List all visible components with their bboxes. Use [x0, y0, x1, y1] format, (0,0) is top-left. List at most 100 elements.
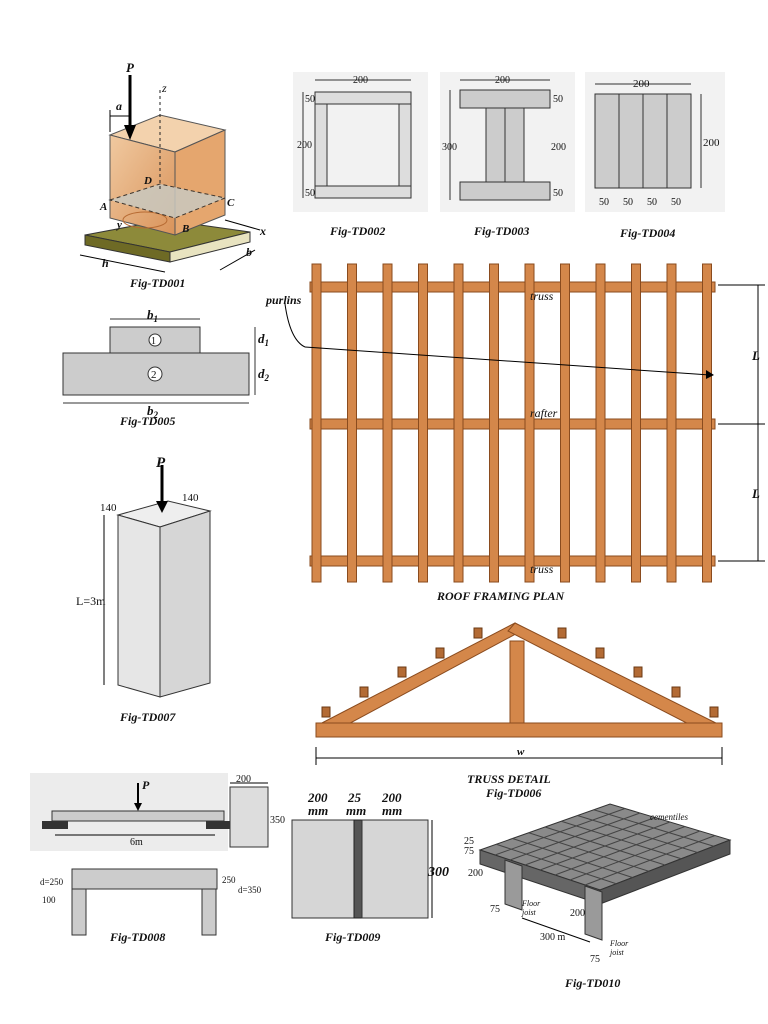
beam — [51, 810, 225, 822]
rafter-2 — [347, 263, 357, 583]
section-width: 200 — [236, 774, 251, 785]
rafters — [311, 263, 712, 583]
point-a-label: A — [99, 201, 107, 213]
roof-plan-title: ROOF FRAMING PLAN — [436, 589, 565, 603]
frame-right-post — [201, 888, 217, 936]
tile-line-b-5 — [554, 826, 686, 876]
caption-td010: Fig-TD010 — [565, 976, 621, 990]
rafter-label: rafter — [530, 406, 558, 420]
b-dim-line — [219, 249, 256, 271]
t-section-diagram: 1 2 b1 b2 d1 d2 — [62, 307, 270, 420]
roof-framing-plan: purlins truss rafter truss L L ROOF FRAM… — [260, 260, 765, 610]
unit-right: mm — [382, 803, 402, 818]
caption-td009: Fig-TD009 — [325, 930, 381, 944]
length-label: L=3m — [76, 594, 106, 608]
dim-bottom-3: 50 — [647, 197, 657, 208]
lamina-4 — [666, 93, 692, 189]
rafter-5 — [453, 263, 464, 583]
block-on-base-diagram: P a z x y A B C D h b — [79, 60, 266, 273]
caption-td006: Fig-TD006 — [486, 786, 542, 800]
purlin-block-2 — [359, 686, 369, 698]
p-label: P — [142, 778, 150, 792]
grain-ring — [122, 211, 168, 229]
purlins-leader — [284, 303, 306, 348]
floor-joist-label-b-2: joist — [609, 948, 625, 957]
dim-bottom-2: 50 — [623, 197, 633, 208]
bottom-flange — [459, 181, 551, 201]
beam-section — [229, 786, 269, 848]
caption-td003: Fig-TD003 — [474, 224, 530, 238]
purlin-block-9 — [671, 686, 681, 698]
tile-line-b-7 — [584, 835, 716, 886]
purlin-arrowhead — [706, 370, 714, 379]
load-arrowhead — [134, 803, 142, 811]
truss-bottom — [309, 555, 716, 567]
left-member — [291, 819, 355, 919]
dim-bottom-1: 50 — [599, 197, 609, 208]
truss-bottom-label: truss — [530, 562, 554, 576]
figure-td004: 200 200 50 50 50 50 — [585, 72, 725, 212]
dim-right-top: 50 — [553, 94, 563, 105]
dim-25: 25 — [464, 836, 474, 847]
rafter-10 — [631, 263, 641, 583]
column-front — [117, 514, 161, 698]
purlin-block-1 — [321, 706, 331, 718]
h-dim-line — [79, 254, 166, 273]
dim-right: 140 — [182, 492, 199, 504]
right-support — [206, 821, 232, 829]
w-label: w — [517, 746, 525, 758]
bottom-chord — [315, 722, 723, 738]
unit-mid: mm — [346, 803, 366, 818]
figure-td003: 200 300 50 200 50 — [440, 72, 575, 212]
figure-td007: P 140 140 L=3m — [70, 455, 240, 705]
truss-top — [309, 281, 716, 293]
d2-label: d2 — [258, 366, 270, 383]
truss-beams — [309, 281, 716, 567]
rafter-1 — [311, 263, 322, 583]
right-rafter — [507, 622, 721, 736]
purlin-block-8 — [633, 666, 643, 678]
d1-label: d1 — [258, 331, 269, 348]
section-height: 350 — [270, 815, 285, 826]
dim-75: 75 — [464, 846, 474, 857]
dim-75b: 75 — [490, 904, 500, 915]
dim-75c: 75 — [590, 954, 600, 965]
b1-label: b1 — [147, 307, 158, 324]
truss-top-label: truss — [530, 289, 554, 303]
section-plane — [108, 183, 227, 219]
truss-detail: w TRUSS DETAIL — [310, 615, 730, 786]
figure-td009: 200 mm 25 mm 200 mm 300 — [288, 790, 463, 930]
caption-td007: Fig-TD007 — [120, 710, 176, 724]
p-label: P — [156, 455, 166, 471]
purlin-block-4 — [435, 647, 445, 659]
frame-left-post — [71, 888, 87, 936]
frame-beam — [71, 868, 218, 890]
top-flange — [314, 91, 412, 105]
floor-joist-label-b-1: Floor — [609, 939, 629, 948]
figure-td001: P a z x y A B C D h b — [60, 60, 290, 280]
purlin-block-7 — [595, 647, 605, 659]
column-side — [159, 510, 211, 698]
point-c-label: C — [227, 197, 235, 209]
dim-left-top: 50 — [305, 94, 315, 105]
figure-td010: cementiles 25 75 200 75 Floor joist 200 … — [460, 800, 755, 970]
z-label: z — [161, 81, 167, 95]
purlin-block-5 — [473, 627, 483, 639]
floor-joist-label-a-2: joist — [521, 908, 537, 917]
left-support — [42, 821, 68, 829]
i-section-diagram: 200 300 50 200 50 — [442, 75, 566, 201]
tile-line-a-5 — [561, 820, 682, 860]
rafter-6 — [489, 263, 499, 583]
rafter-12 — [702, 263, 712, 583]
a-label: a — [116, 99, 122, 113]
right-web — [398, 103, 412, 187]
dim-200b: 200 — [570, 908, 585, 919]
figure-td008: P 6m 200 350 d=250 100 250 d=350 — [30, 773, 290, 943]
d-left-label: d=250 — [40, 877, 64, 887]
spacer — [353, 819, 363, 919]
beam-and-frame-diagram: P 6m 200 350 d=250 100 250 d=350 — [30, 773, 285, 936]
h-label: h — [102, 256, 109, 270]
point-b-label: B — [181, 223, 189, 235]
p-label: P — [126, 60, 135, 75]
bottom-flange — [314, 185, 412, 199]
